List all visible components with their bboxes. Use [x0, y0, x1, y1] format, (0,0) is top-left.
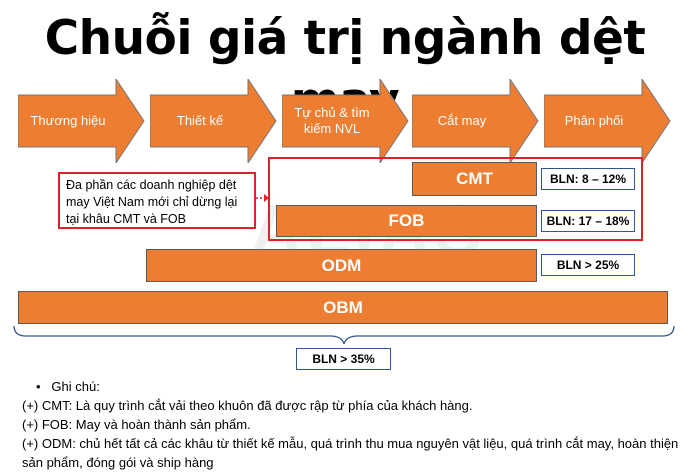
stage-label: Thương hiệu: [30, 113, 106, 128]
arrow-shape: [412, 79, 539, 163]
stage-arrow-design: Thiết kế: [150, 79, 277, 163]
callout-connector: [256, 194, 269, 202]
brace-bracket: [13, 325, 675, 345]
stage-label: Phân phối: [564, 113, 624, 128]
badge-obm-margin: BLN > 35%: [296, 348, 391, 370]
notes-heading-text: Ghi chú:: [51, 379, 100, 394]
stage-arrow-brand: Thương hiệu: [18, 79, 145, 163]
stage-label: Thiết kế: [176, 113, 224, 128]
stage-label: Cắt may: [437, 113, 487, 128]
cmt-fob-highlight-frame: [268, 157, 643, 241]
stage-arrow-sewing: Cắt may: [412, 79, 539, 163]
arrow-shape: [544, 79, 671, 163]
arrow-shape: [282, 79, 409, 163]
callout-box: Đa phần các doanh nghiệp dệt may Việt Na…: [58, 172, 256, 229]
arrow-shape: [18, 79, 145, 163]
bar-cmt: CMT: [412, 162, 537, 196]
bar-obm: OBM: [18, 291, 668, 324]
stage-label: Tự chủ & tìm kiếm NVL: [294, 105, 370, 136]
bar-odm: ODM: [146, 249, 537, 282]
bar-fob: FOB: [276, 205, 537, 237]
notes-heading: • Ghi chú:: [36, 379, 100, 394]
note-line: (+) FOB: May và hoàn thành sản phẩm.: [22, 417, 251, 432]
note-line: (+) CMT: Là quy trình cắt vải theo khuôn…: [22, 398, 473, 413]
badge-cmt-margin: BLN: 8 – 12%: [541, 168, 635, 190]
notes-section: • Ghi chú: (+) CMT: Là quy trình cắt vải…: [22, 377, 682, 472]
badge-odm-margin: BLN > 25%: [541, 254, 635, 276]
stage-arrow-distribution: Phân phối: [544, 79, 671, 163]
badge-fob-margin: BLN: 17 – 18%: [541, 210, 635, 232]
stage-arrow-materials: Tự chủ & tìm kiếm NVL: [282, 79, 409, 163]
arrow-shape: [150, 79, 277, 163]
note-line: (+) ODM: chủ hết tất cả các khâu từ thiế…: [22, 436, 679, 470]
